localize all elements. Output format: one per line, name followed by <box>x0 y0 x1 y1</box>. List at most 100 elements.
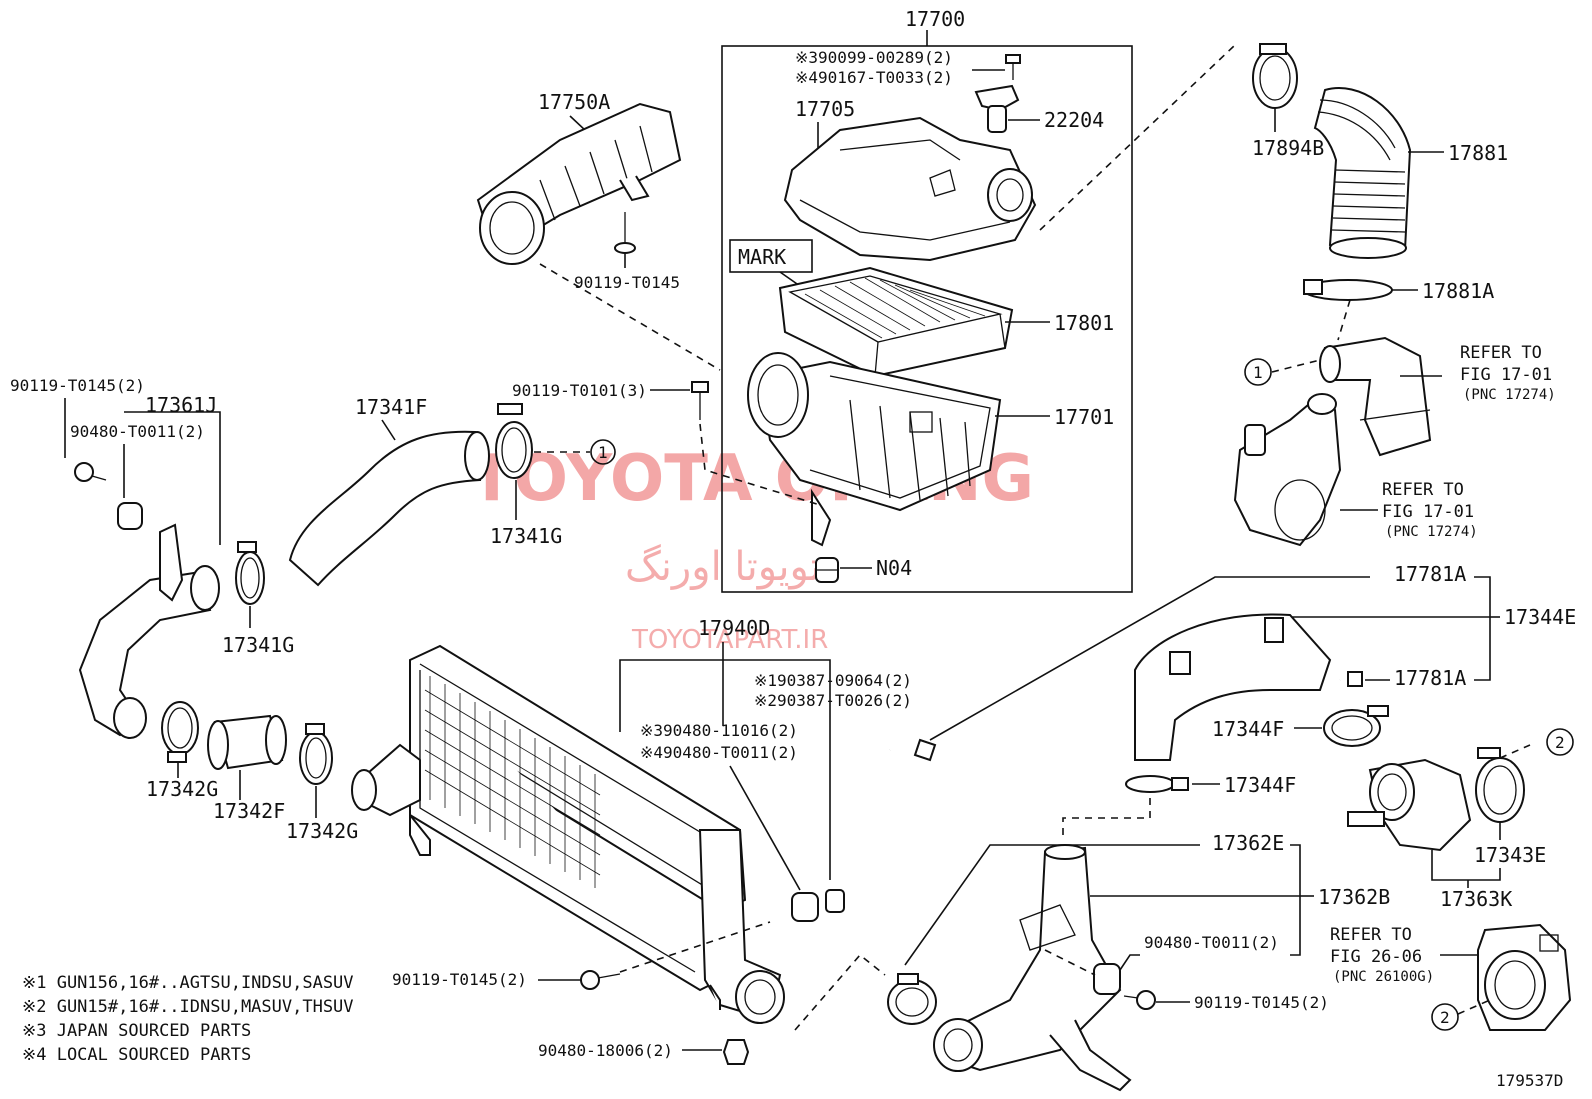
label-N04: N04 <box>876 556 912 580</box>
corrugated-hose-icon <box>1313 87 1412 259</box>
grommet-icon <box>815 557 839 583</box>
intake-elbow-icon <box>1319 336 1432 457</box>
hose-clamp-icon <box>887 973 937 1025</box>
bolt-icon <box>1005 54 1021 80</box>
hose-clamp-icon <box>1323 705 1389 747</box>
label-17342G-a: 17342G <box>146 777 218 801</box>
label-90480-T0011-right: 90480-T0011(2) <box>1144 933 1279 952</box>
label-17344E: 17344E <box>1504 605 1576 629</box>
left-hose-group: 90119-T0145(2) 17361J 90480-T0011(2) 173… <box>10 376 616 843</box>
callout-2-label: 2 <box>1555 733 1565 752</box>
callout-1 <box>590 439 616 465</box>
air-filter-icon <box>778 266 1014 378</box>
bolt-icon <box>74 462 107 482</box>
label-17341G-b: 17341G <box>222 633 294 657</box>
callout-1b-label: 1 <box>1253 363 1263 382</box>
vacuum-hose-icon <box>886 613 1363 802</box>
grommet-icon <box>1093 963 1121 995</box>
throttle-body-group: REFER TO FIG 26-06 (PNC 26100G) 2 <box>1330 923 1572 1031</box>
label-17701: 17701 <box>1054 405 1114 429</box>
lower-case-icon <box>747 352 1002 547</box>
callout-2b <box>1431 1003 1459 1031</box>
hose-clamp-icon <box>1475 747 1525 823</box>
air-pipe-group: 17362E 17362B 90480-T0011(2) <box>887 831 1390 1092</box>
label-17750A: 17750A <box>538 90 610 114</box>
label-17341F: 17341F <box>355 395 427 419</box>
air-hose-icon <box>288 430 490 587</box>
label-17801: 17801 <box>1054 311 1114 335</box>
label-90480-T0011-mid: ※490480-T0011(2) <box>640 743 798 762</box>
ref2-line1: REFER TO <box>1382 480 1464 500</box>
label-90119-T0145-right: 90119-T0145(2) <box>1194 993 1329 1012</box>
hose-clamp-icon <box>299 723 333 785</box>
label-22204: 22204 <box>1044 108 1104 132</box>
ref3-line1: REFER TO <box>1330 925 1412 945</box>
ref1-line2: FIG 17-01 <box>1460 365 1552 385</box>
label-90480-11016: ※390480-11016(2) <box>640 721 798 740</box>
hose-clamp-icon <box>1303 279 1393 301</box>
label-17342G-b: 17342G <box>286 819 358 843</box>
grommet-icon <box>117 502 143 530</box>
ref3-line2: FIG 26-06 <box>1330 947 1422 967</box>
vacuum-hose-group: 17781A 17344E 17781A 17344F 1734 <box>886 562 1576 840</box>
label-17344F-b: 17344F <box>1224 773 1296 797</box>
watermark-persian: تویوتا اورنگ <box>625 544 821 590</box>
spacer-icon <box>825 889 845 913</box>
note-1: ※1 GUN156,16#..AGTSU,INDSU,SASUV <box>22 973 354 993</box>
bolt-90119-T0101: 90119-T0101(3) <box>512 381 821 506</box>
label-17705: 17705 <box>795 97 855 121</box>
label-17362B: 17362B <box>1318 885 1390 909</box>
label-90119-T0145-bottom: 90119-T0145(2) <box>392 970 527 989</box>
grommet-icon <box>722 1039 750 1065</box>
label-90387-T0026: ※290387-T0026(2) <box>754 691 912 710</box>
intake-connector-icon <box>1347 758 1472 852</box>
label-17781A-a: 17781A <box>1394 562 1466 586</box>
hose-clamp-icon <box>1252 43 1298 109</box>
hose-clamp-icon <box>1125 775 1189 793</box>
label-17881A: 17881A <box>1422 279 1494 303</box>
label-90099-00289: ※390099-00289(2) <box>795 48 953 67</box>
ref2-pnc: (PNC 17274) <box>1385 524 1478 540</box>
mark-box <box>729 239 813 273</box>
label-17342F: 17342F <box>213 799 285 823</box>
hose-sleeve-icon <box>207 714 287 770</box>
label-17781A-b: 17781A <box>1394 666 1466 690</box>
intercooler-icon <box>351 644 785 1024</box>
note-4: ※4 LOCAL SOURCED PARTS <box>22 1045 251 1065</box>
note-2: ※2 GUN15#,16#..IDNSU,MASUV,THSUV <box>22 997 354 1017</box>
intercooler-group: 17940D ※190387-09064(2) ※290387-T0026(2)… <box>351 616 912 1065</box>
throttle-hose-group: 2 17343E 17363K <box>1347 728 1574 911</box>
label-17341G-a: 17341G <box>490 524 562 548</box>
label-90387-09064: ※190387-09064(2) <box>754 671 912 690</box>
intake-duct-icon <box>476 102 682 265</box>
label-17940D: 17940D <box>698 616 770 640</box>
bolt-icon <box>1123 990 1156 1010</box>
ref1-pnc: (PNC 17274) <box>1463 387 1556 403</box>
label-90119-T0145-top: 90119-T0145 <box>574 273 680 292</box>
label-17361J: 17361J <box>145 393 217 417</box>
ref1-line1: REFER TO <box>1460 343 1542 363</box>
bolt-icon <box>580 970 621 990</box>
label-17343E: 17343E <box>1474 843 1546 867</box>
label-17700: 17700 <box>905 7 965 31</box>
label-90480-18006: 90480-18006(2) <box>538 1041 673 1060</box>
grommet-icon <box>791 892 819 922</box>
label-17881: 17881 <box>1448 141 1508 165</box>
label-90119-T0145-left: 90119-T0145(2) <box>10 376 145 395</box>
callout-2 <box>1546 728 1574 756</box>
intercooler-inlet-pipe-icon <box>78 523 220 739</box>
ref2-line2: FIG 17-01 <box>1382 502 1474 522</box>
callout-1-label: 1 <box>598 443 608 462</box>
air-pipe-icon <box>933 844 1132 1092</box>
upper-case-icon <box>783 116 1037 262</box>
callout-2b-label: 2 <box>1440 1008 1450 1027</box>
hose-clamp-icon <box>235 541 265 605</box>
label-90119-T0101: 90119-T0101(3) <box>512 381 647 400</box>
label-17894B: 17894B <box>1252 136 1324 160</box>
intake-duct-group: 17750A 90119-T0145 <box>476 90 721 371</box>
hose-clamp-icon <box>161 701 199 763</box>
airflow-sensor-icon <box>974 84 1020 133</box>
footnotes: ※1 GUN156,16#..AGTSU,INDSU,SASUV ※2 GUN1… <box>22 973 354 1065</box>
callout-1b <box>1244 358 1272 386</box>
